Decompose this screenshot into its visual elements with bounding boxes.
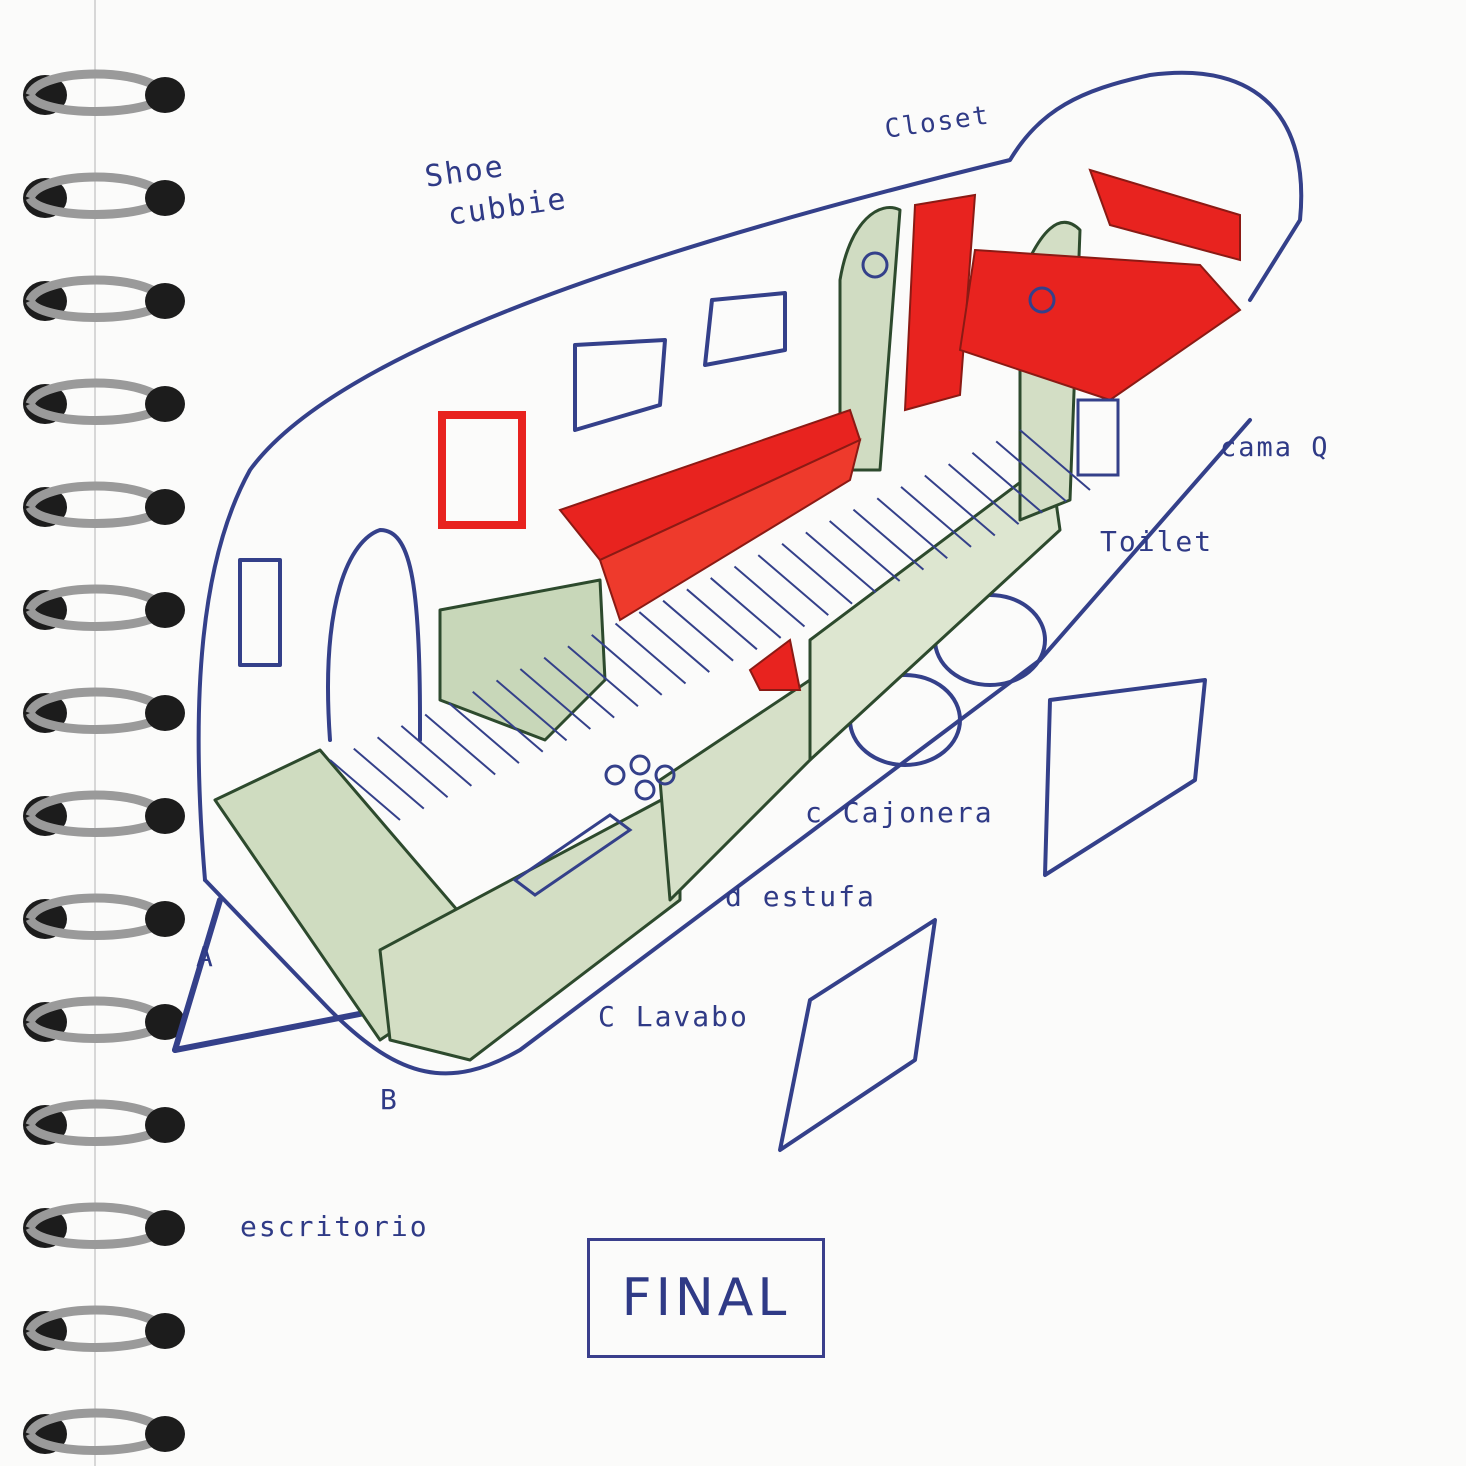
- spiral-binding: [23, 69, 185, 1455]
- floor-slat: [686, 588, 758, 651]
- binding-hole: [145, 1004, 185, 1040]
- floor-slat: [995, 440, 1067, 503]
- binding-hole: [145, 1416, 185, 1452]
- binding-hole: [145, 901, 185, 937]
- binding-hole: [145, 386, 185, 422]
- floor-slat: [638, 611, 710, 673]
- floor-slat: [448, 702, 520, 764]
- lavabo-label: C Lavabo: [598, 1000, 749, 1033]
- binding-hole: [145, 1107, 185, 1143]
- binding-hole: [145, 798, 185, 834]
- toilet-label: Toilet: [1100, 525, 1214, 558]
- final-label: FINAL: [621, 1268, 791, 1328]
- floor-slat: [662, 599, 734, 662]
- floor-slat: [614, 622, 687, 685]
- floor-slat: [971, 451, 1044, 514]
- final-stamp-box: FINAL: [587, 1238, 825, 1358]
- floor-slat: [852, 508, 925, 571]
- binding-hole: [145, 77, 185, 113]
- floor-slat: [733, 565, 806, 628]
- binding-hole: [145, 1313, 185, 1349]
- floor-slats: [329, 429, 1091, 821]
- cajonera-label: c Cajonera: [805, 796, 994, 829]
- floor-slat: [567, 645, 639, 707]
- marker-b-label: B: [380, 1083, 399, 1116]
- floor-slat: [947, 463, 1020, 525]
- floor-slat: [376, 736, 449, 799]
- floor-slat: [353, 747, 425, 810]
- floor-slat: [329, 759, 401, 821]
- floor-slat: [710, 577, 782, 639]
- binding-hole: [145, 592, 185, 628]
- escritorio-label: escritorio: [240, 1210, 429, 1243]
- floor-slat: [591, 634, 663, 696]
- floor-slat: [829, 520, 901, 582]
- floor-slat: [400, 725, 473, 787]
- binding-hole: [145, 489, 185, 525]
- binding-hole: [145, 180, 185, 216]
- floor-slat: [805, 531, 877, 594]
- galley-details: [512, 251, 1120, 897]
- red-upholstery: [438, 168, 1242, 691]
- binding-hole: [145, 283, 185, 319]
- floor-slat: [543, 656, 615, 719]
- floor-slat: [472, 690, 544, 753]
- binding-hole: [145, 695, 185, 731]
- binding-hole: [145, 1210, 185, 1246]
- floor-slat: [757, 554, 829, 616]
- floor-slat: [519, 668, 591, 730]
- floor-slat: [876, 497, 948, 560]
- interior-fills: [213, 206, 1082, 1062]
- estufa-label: d estufa: [725, 880, 876, 913]
- floor-slat: [924, 474, 996, 537]
- floor-slat: [495, 679, 568, 742]
- floor-slat: [900, 486, 972, 548]
- floor-slat: [781, 543, 853, 605]
- floor-slat: [1019, 429, 1091, 491]
- cama-q-label: cama Q: [1220, 432, 1330, 463]
- marker-a-label: A: [196, 940, 215, 973]
- floor-slat: [424, 713, 496, 776]
